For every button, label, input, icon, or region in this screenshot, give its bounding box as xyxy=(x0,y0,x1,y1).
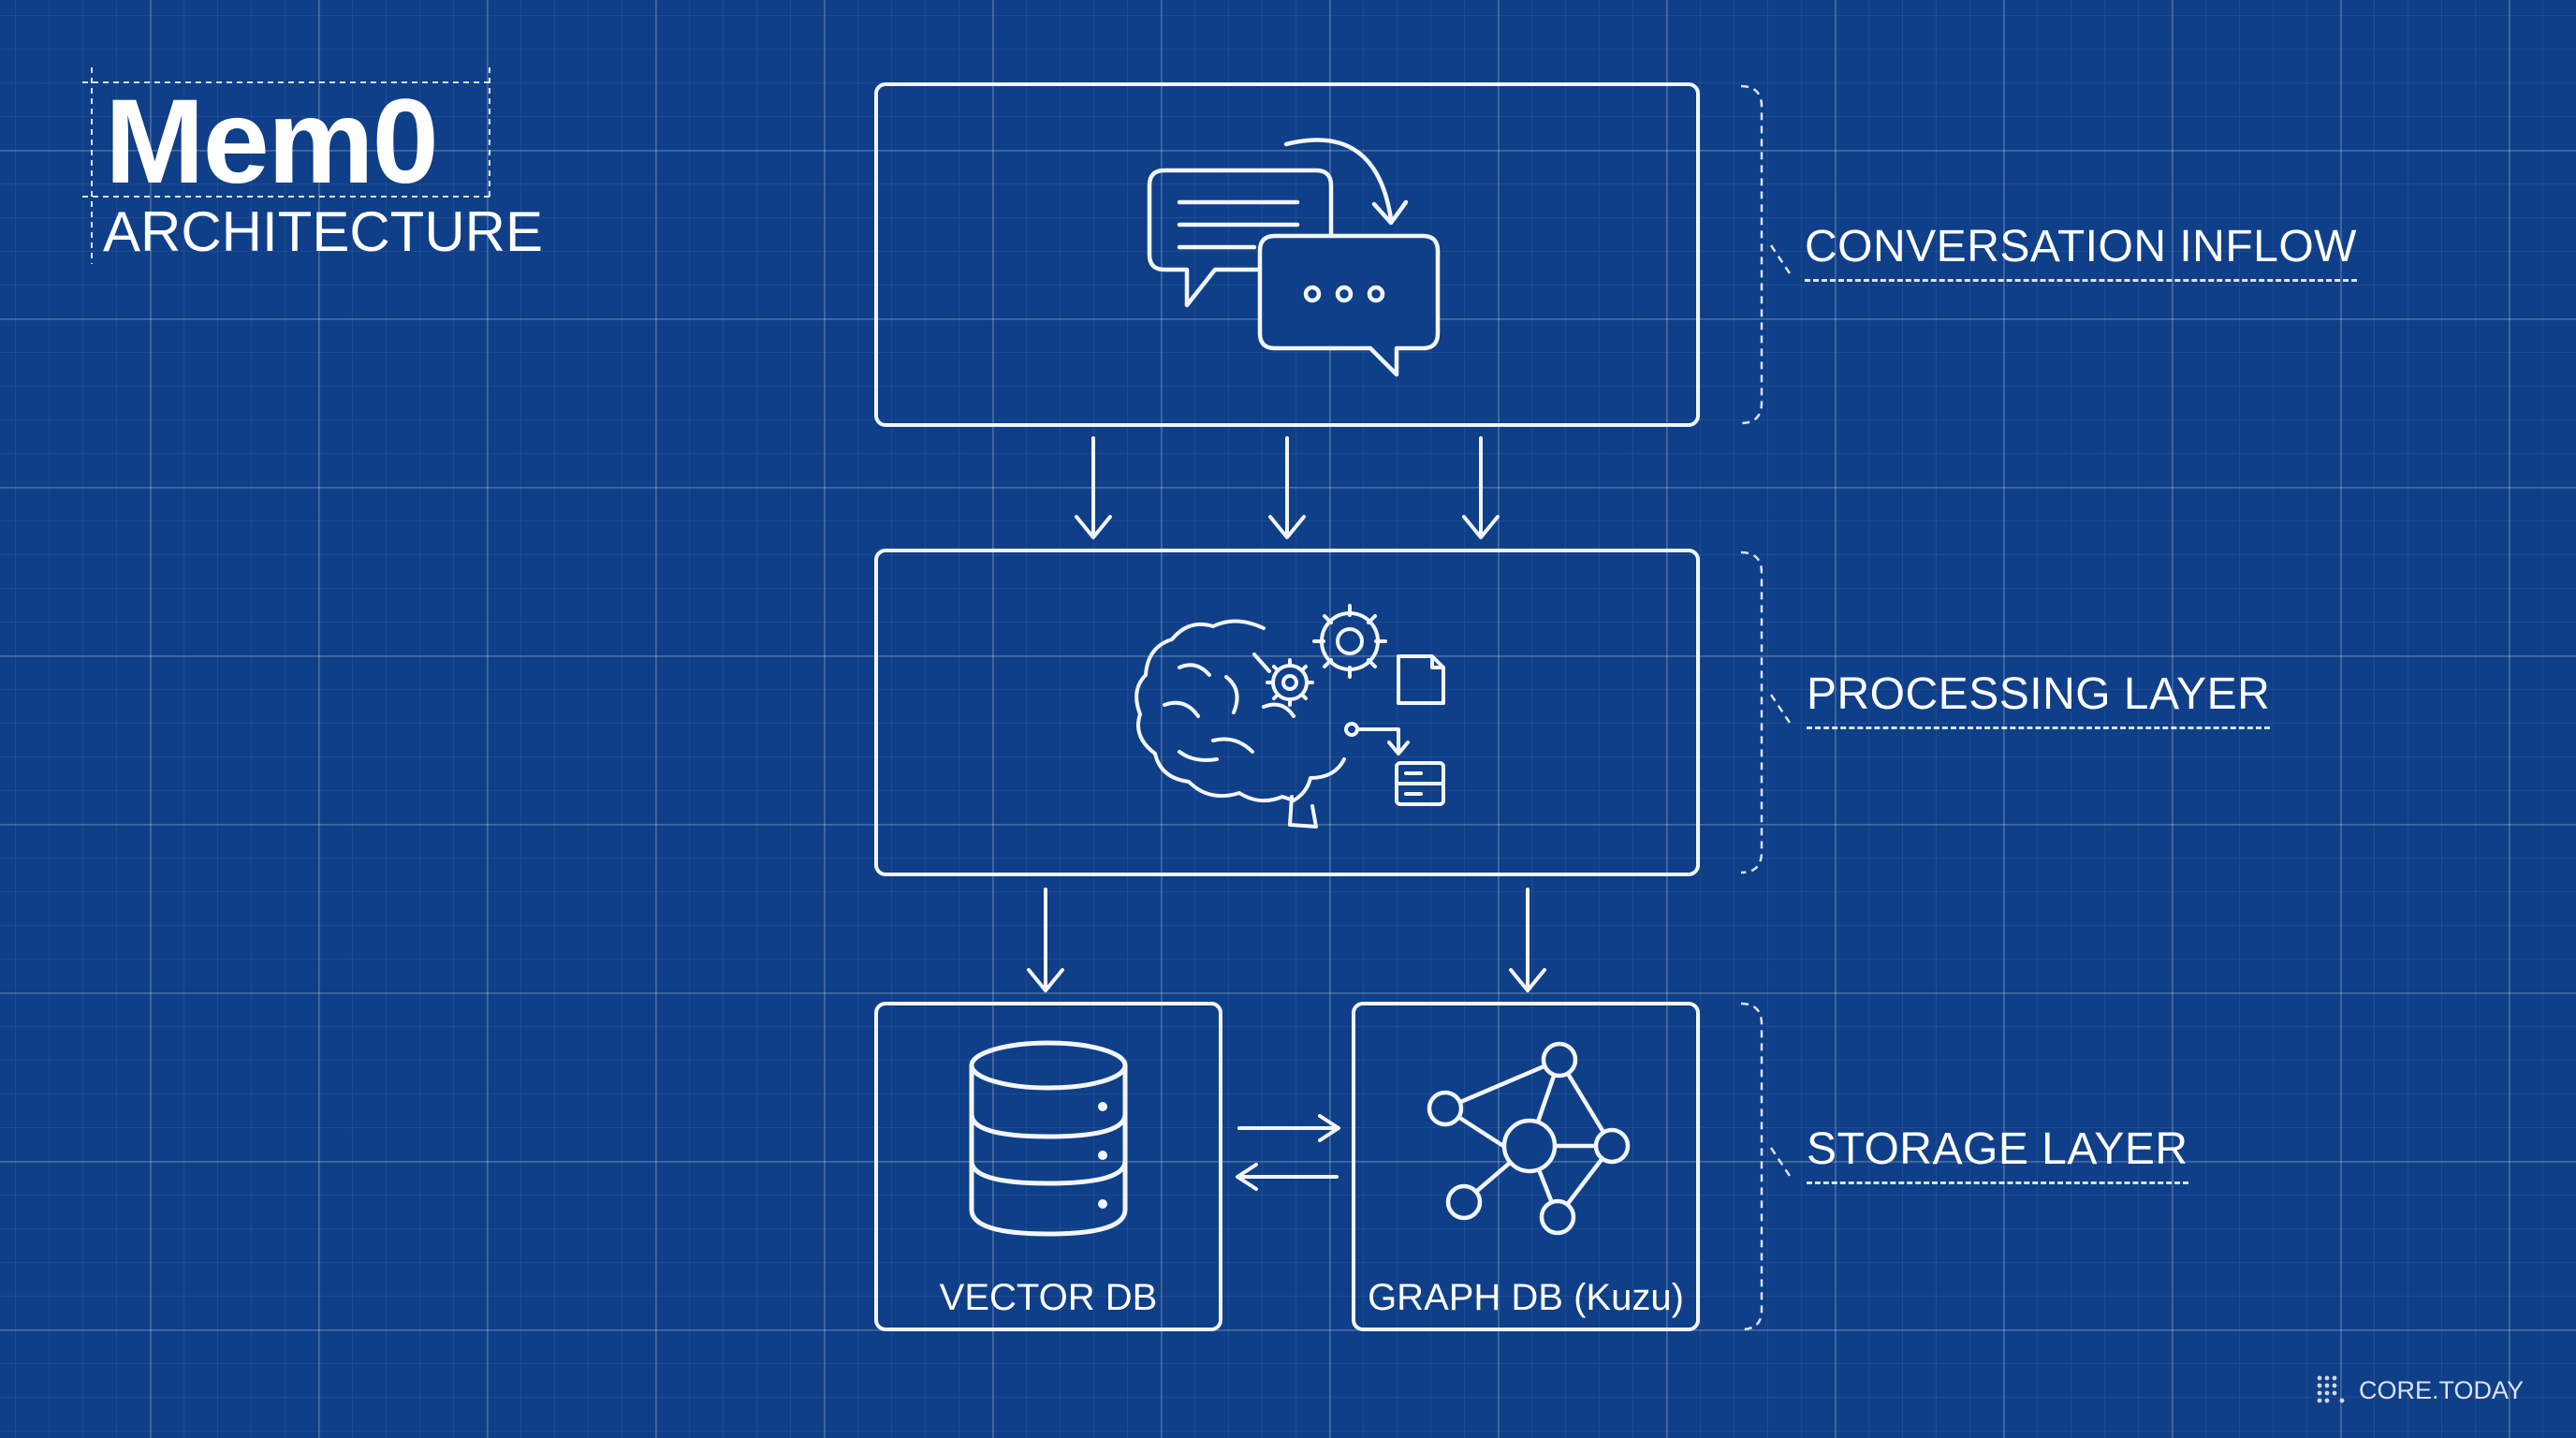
processing-layer-box xyxy=(874,549,1700,876)
layer-label-storage: STORAGE LAYER xyxy=(1807,1127,2188,1184)
arrow-down-5 xyxy=(1509,888,1546,992)
brand-logo-icon xyxy=(2317,1375,2345,1403)
graph-db-box xyxy=(1352,1002,1700,1331)
vector-db-box xyxy=(874,1002,1222,1331)
page-title: Mem0 xyxy=(105,75,439,209)
brain-gears-icon xyxy=(1134,604,1445,829)
vector-db-label: VECTOR DB xyxy=(939,1277,1158,1318)
arrow-left xyxy=(1236,1163,1339,1191)
brand-text: CORE.TODAY xyxy=(2359,1376,2525,1404)
bracket-conversation xyxy=(1740,84,1764,425)
layer-label-processing: PROCESSING LAYER xyxy=(1807,672,2271,729)
arrow-down-2 xyxy=(1268,436,1306,539)
page-subtitle: ARCHITECTURE xyxy=(103,200,544,263)
graph-db-label: GRAPH DB (Kuzu) xyxy=(1368,1277,1684,1318)
bracket-processing xyxy=(1740,550,1764,874)
arrow-right xyxy=(1237,1114,1340,1142)
arrow-down-1 xyxy=(1075,436,1112,539)
database-icon xyxy=(969,1040,1128,1237)
conversation-inflow-box xyxy=(874,82,1700,427)
layer-label-conversation: CONVERSATION INFLOW xyxy=(1805,225,2357,282)
graph-network-icon xyxy=(1427,1041,1631,1236)
chat-bubbles-icon xyxy=(1147,138,1441,377)
title-frame xyxy=(82,67,491,264)
arrow-down-3 xyxy=(1462,436,1500,539)
bracket-storage xyxy=(1740,1002,1764,1331)
arrow-down-4 xyxy=(1027,888,1064,992)
